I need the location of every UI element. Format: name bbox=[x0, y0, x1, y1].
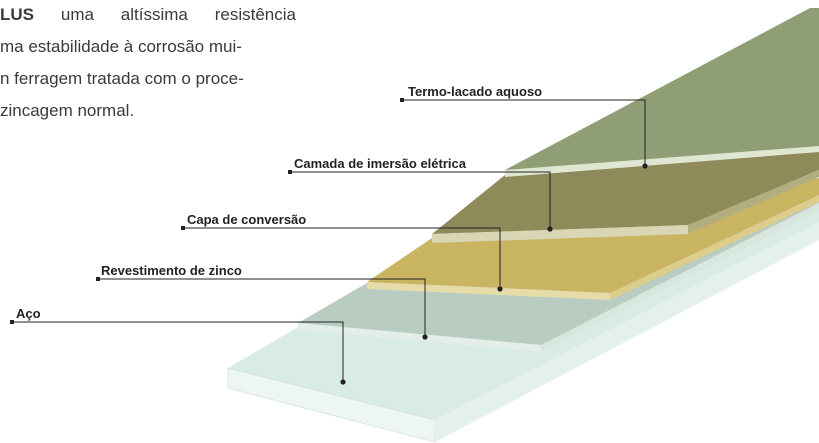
layer-steel-side bbox=[435, 222, 819, 442]
layer-ecoat-side bbox=[688, 170, 819, 234]
layer-topcoat-top bbox=[505, 8, 819, 175]
layer-conversion-side bbox=[610, 195, 819, 300]
intro-line-4: zincagem normal. bbox=[0, 101, 135, 120]
intro-bold-word: LUS bbox=[0, 5, 34, 24]
intro-word: resistência bbox=[214, 5, 296, 24]
layer-conversion-front bbox=[367, 282, 610, 300]
callout-line-steel bbox=[12, 321, 344, 381]
layer-zinc-side bbox=[541, 203, 819, 352]
callout-marker-start bbox=[10, 320, 14, 324]
label-zinc: Revestimento de zinco bbox=[101, 263, 242, 278]
label-steel: Aço bbox=[16, 306, 41, 321]
callout-marker-end bbox=[422, 334, 428, 340]
intro-word: altíssima bbox=[120, 5, 188, 24]
callout-line-ecoat bbox=[290, 171, 551, 228]
intro-line-2: ma estabilidade à corrosão mui- bbox=[0, 37, 242, 56]
label-ecoat: Camada de imersão elétrica bbox=[294, 156, 466, 171]
callout-line-zinc bbox=[98, 278, 426, 336]
layer-topcoat bbox=[505, 8, 819, 177]
callout-marker-end bbox=[547, 226, 553, 232]
callout-line-conversion bbox=[183, 227, 501, 288]
callout-marker-start bbox=[96, 277, 100, 281]
callout-marker-end bbox=[497, 286, 503, 292]
layer-ecoat-front bbox=[432, 225, 688, 243]
intro-line-1: LUS uma altíssima resistência bbox=[0, 2, 296, 27]
callout-marker-end bbox=[340, 379, 346, 385]
callout-lines bbox=[12, 99, 646, 381]
layer-zinc-front bbox=[298, 323, 541, 352]
label-topcoat: Termo-lacado aquoso bbox=[408, 84, 543, 99]
label-conversion: Capa de conversão bbox=[187, 212, 307, 227]
callout-marker-start bbox=[288, 170, 292, 174]
intro-line-3: n ferragem tratada com o proce- bbox=[0, 69, 244, 88]
intro-word: uma bbox=[60, 5, 94, 24]
callout-marker-start bbox=[400, 98, 404, 102]
callout-markers bbox=[10, 98, 648, 385]
callout-marker-end bbox=[642, 163, 648, 169]
callout-marker-start bbox=[181, 226, 185, 230]
layer-topcoat-front bbox=[505, 146, 819, 177]
layer-ecoat bbox=[432, 150, 819, 243]
callout-line-topcoat bbox=[402, 99, 646, 165]
layer-ecoat-top bbox=[432, 150, 819, 234]
